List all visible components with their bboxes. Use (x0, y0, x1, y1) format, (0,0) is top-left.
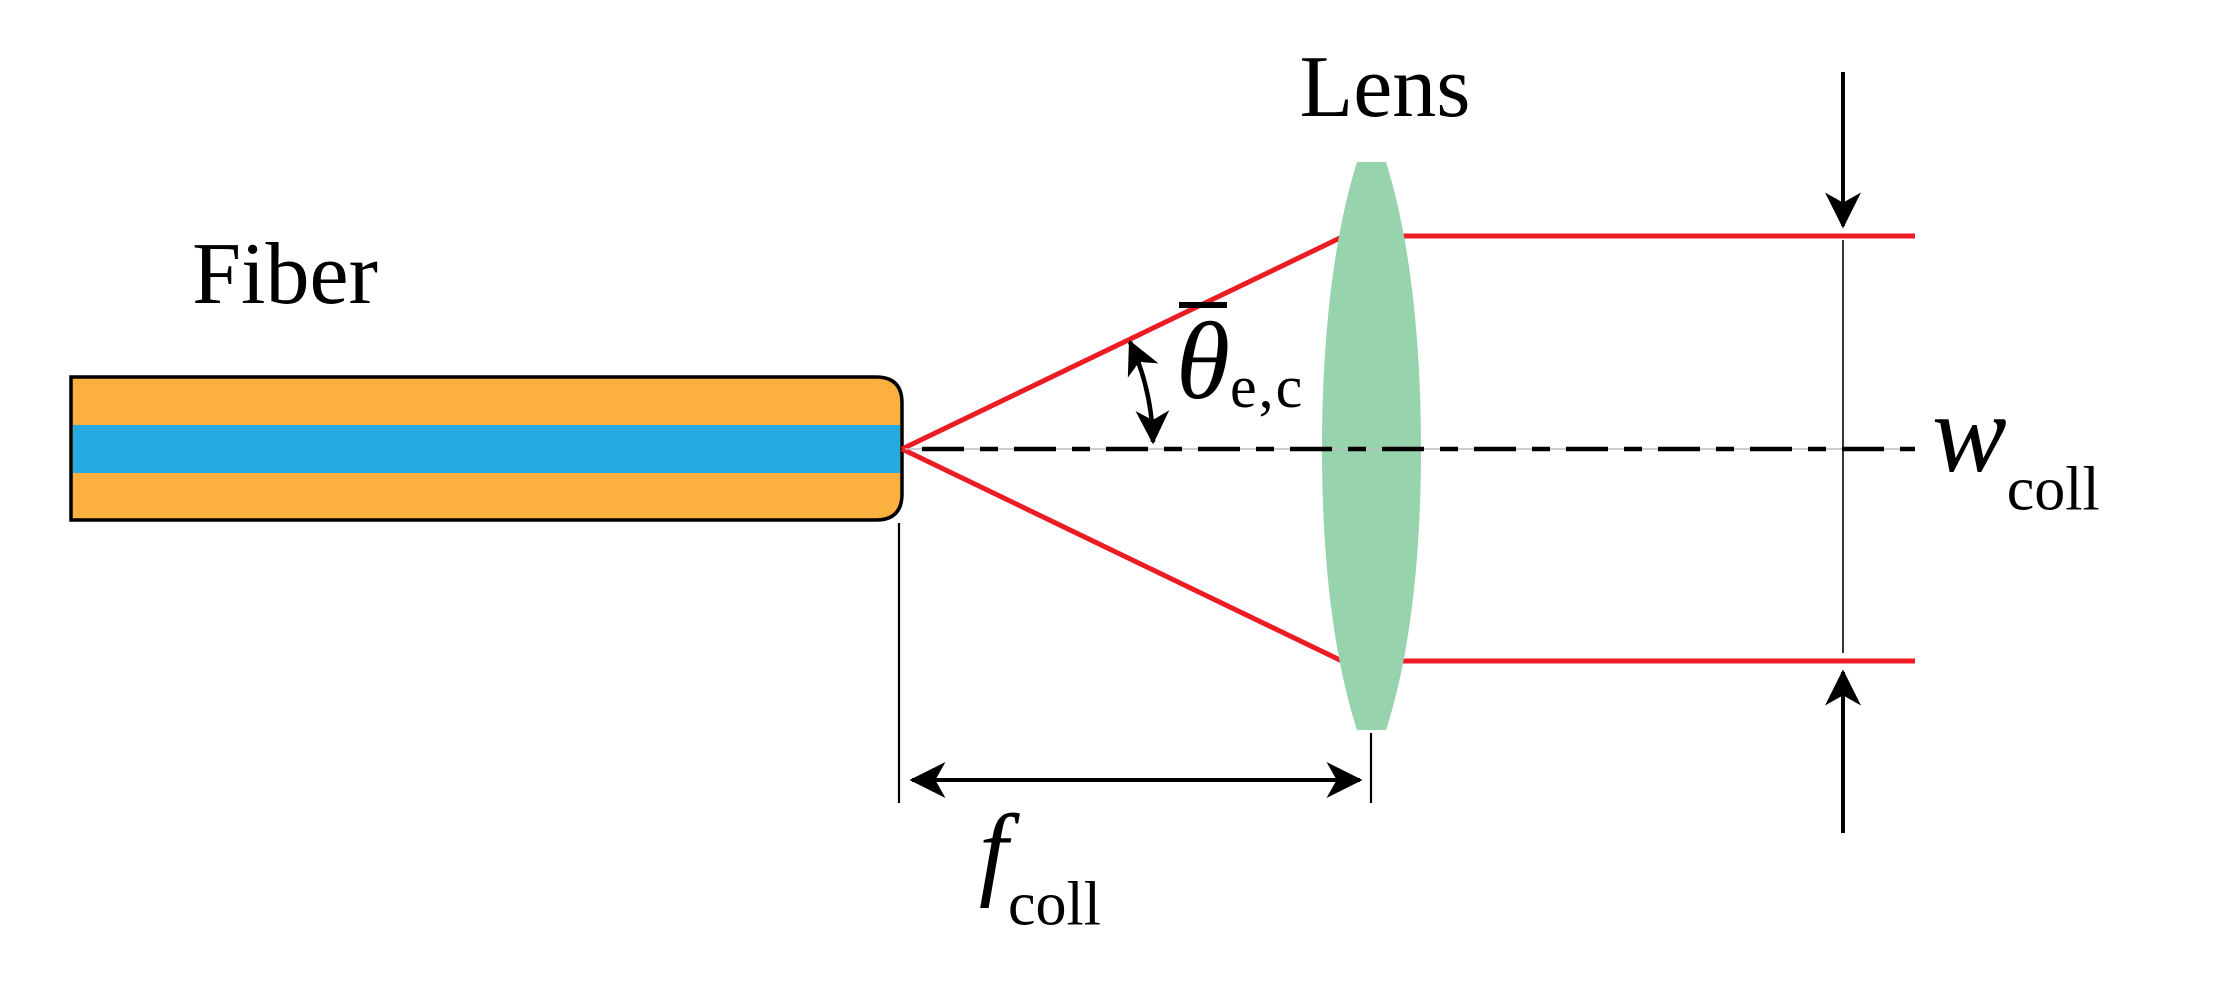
divergence-angle-arrow (1127, 339, 1170, 445)
ray-lower-diverging (900, 446, 1344, 664)
lens-shape (1322, 162, 1421, 730)
focal-length-symbol: f (979, 794, 1008, 909)
beam-width-label: wcoll (1932, 378, 2100, 520)
beam-width-symbol: w (1932, 372, 2007, 496)
theta-subscript: e,c (1230, 354, 1305, 420)
beam-width-subscript: coll (2006, 455, 2100, 524)
theta-symbol: θ (1176, 300, 1231, 422)
ray-upper-diverging (900, 235, 1342, 452)
fiber-label: Fiber (192, 226, 378, 323)
fiber-core (73, 425, 900, 473)
focal-length-label: fcoll (979, 800, 1101, 939)
focal-length-subscript: coll (1007, 870, 1101, 939)
lens-label: Lens (1299, 39, 1471, 136)
divergence-angle-label: θe,c (1176, 300, 1305, 422)
